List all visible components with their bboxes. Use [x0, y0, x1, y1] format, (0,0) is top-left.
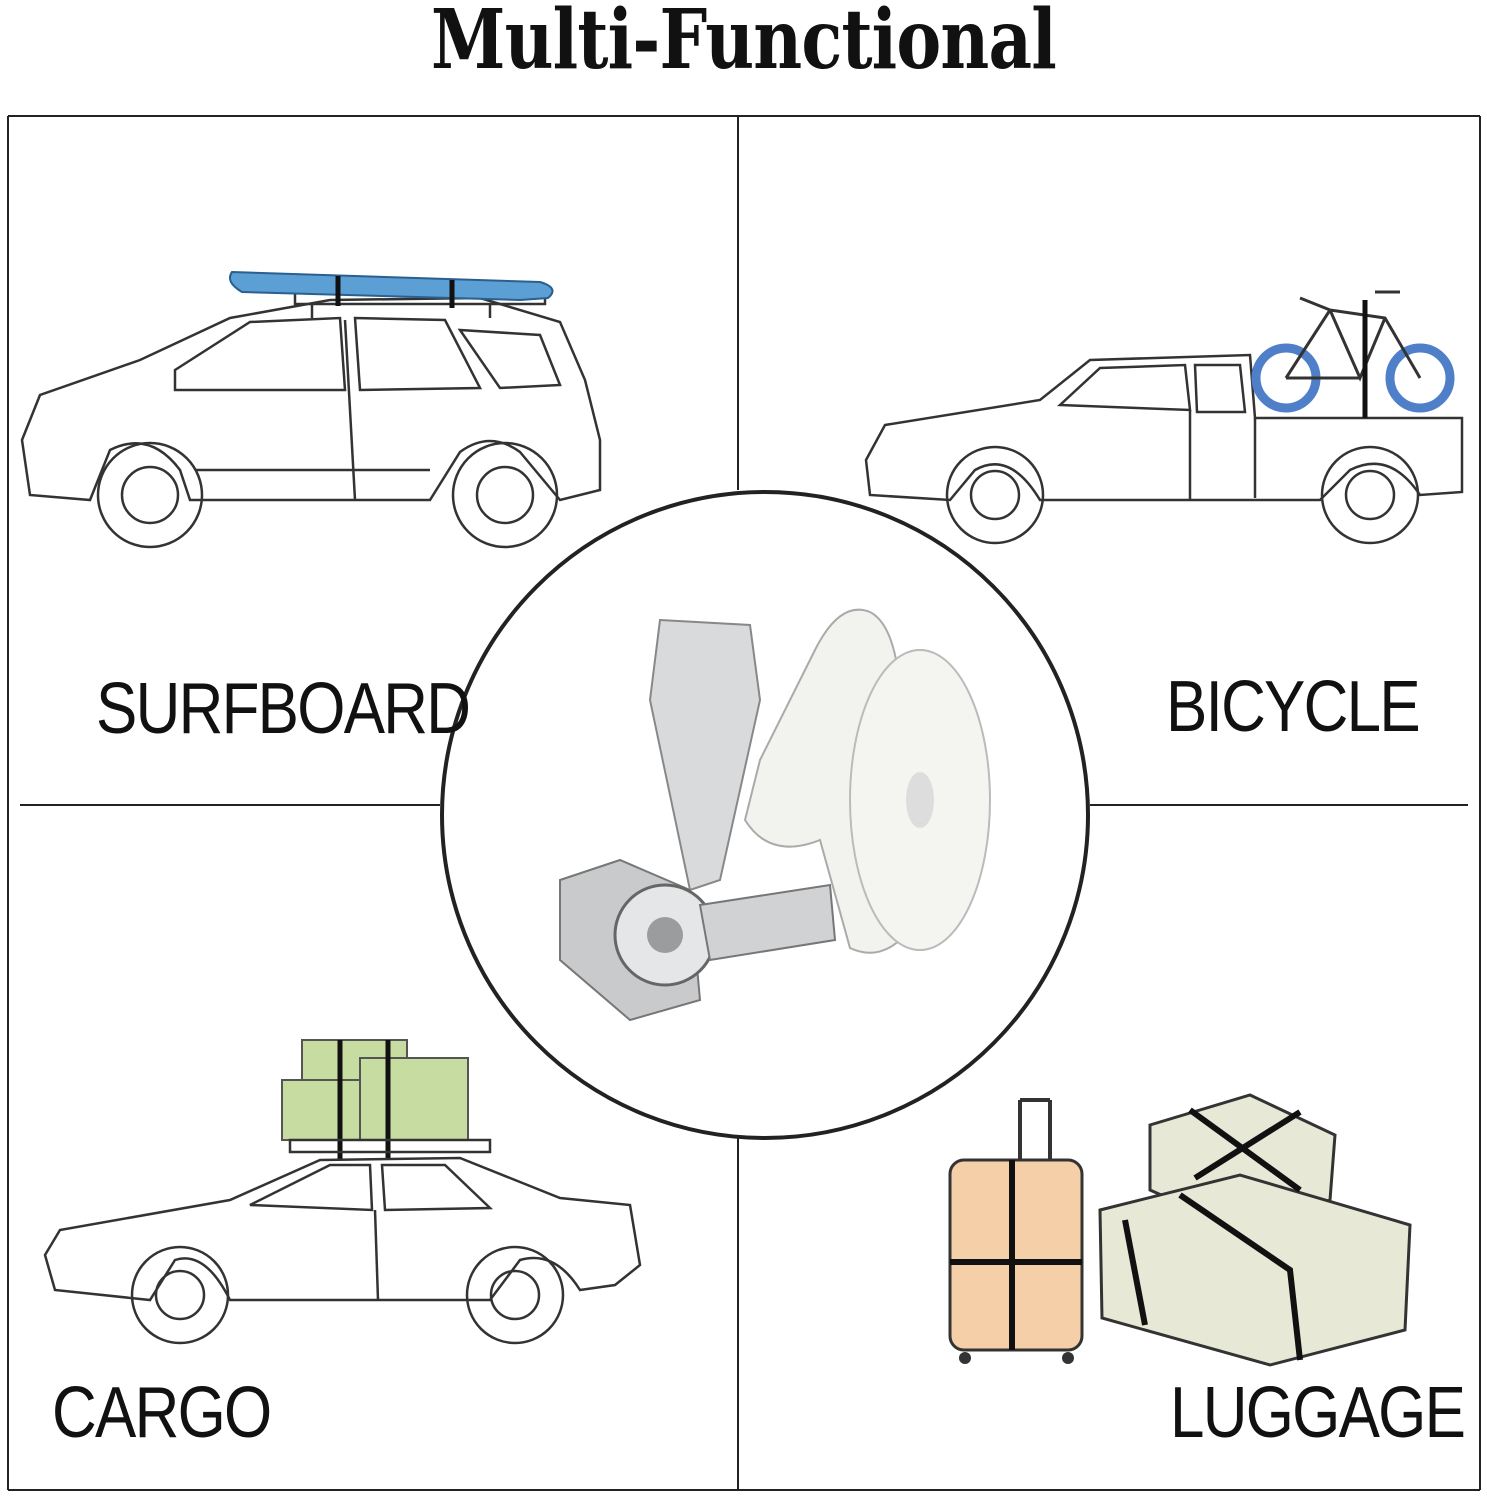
surfboard: [229, 270, 554, 302]
pickup-with-bicycle-icon: [864, 353, 1464, 545]
suv-with-surfboard-icon: [20, 286, 602, 549]
sedan-with-cargo-icon: [43, 1138, 642, 1345]
luggage-strapped-icon: [948, 1093, 1412, 1367]
label-surfboard: SURFBOARD: [96, 669, 471, 749]
label-cargo: CARGO: [52, 1373, 272, 1453]
bicycle: [1251, 290, 1455, 418]
page-title: Multi-Functional: [431, 0, 1057, 88]
ratchet-strap-icon: [559, 608, 991, 1022]
label-luggage: LUGGAGE: [1170, 1373, 1466, 1453]
cargo-boxes: [281, 1039, 469, 1141]
surfboard-straps: [335, 276, 455, 308]
label-bicycle: BICYCLE: [1166, 667, 1421, 747]
grid-frame: [7, 115, 1481, 1491]
